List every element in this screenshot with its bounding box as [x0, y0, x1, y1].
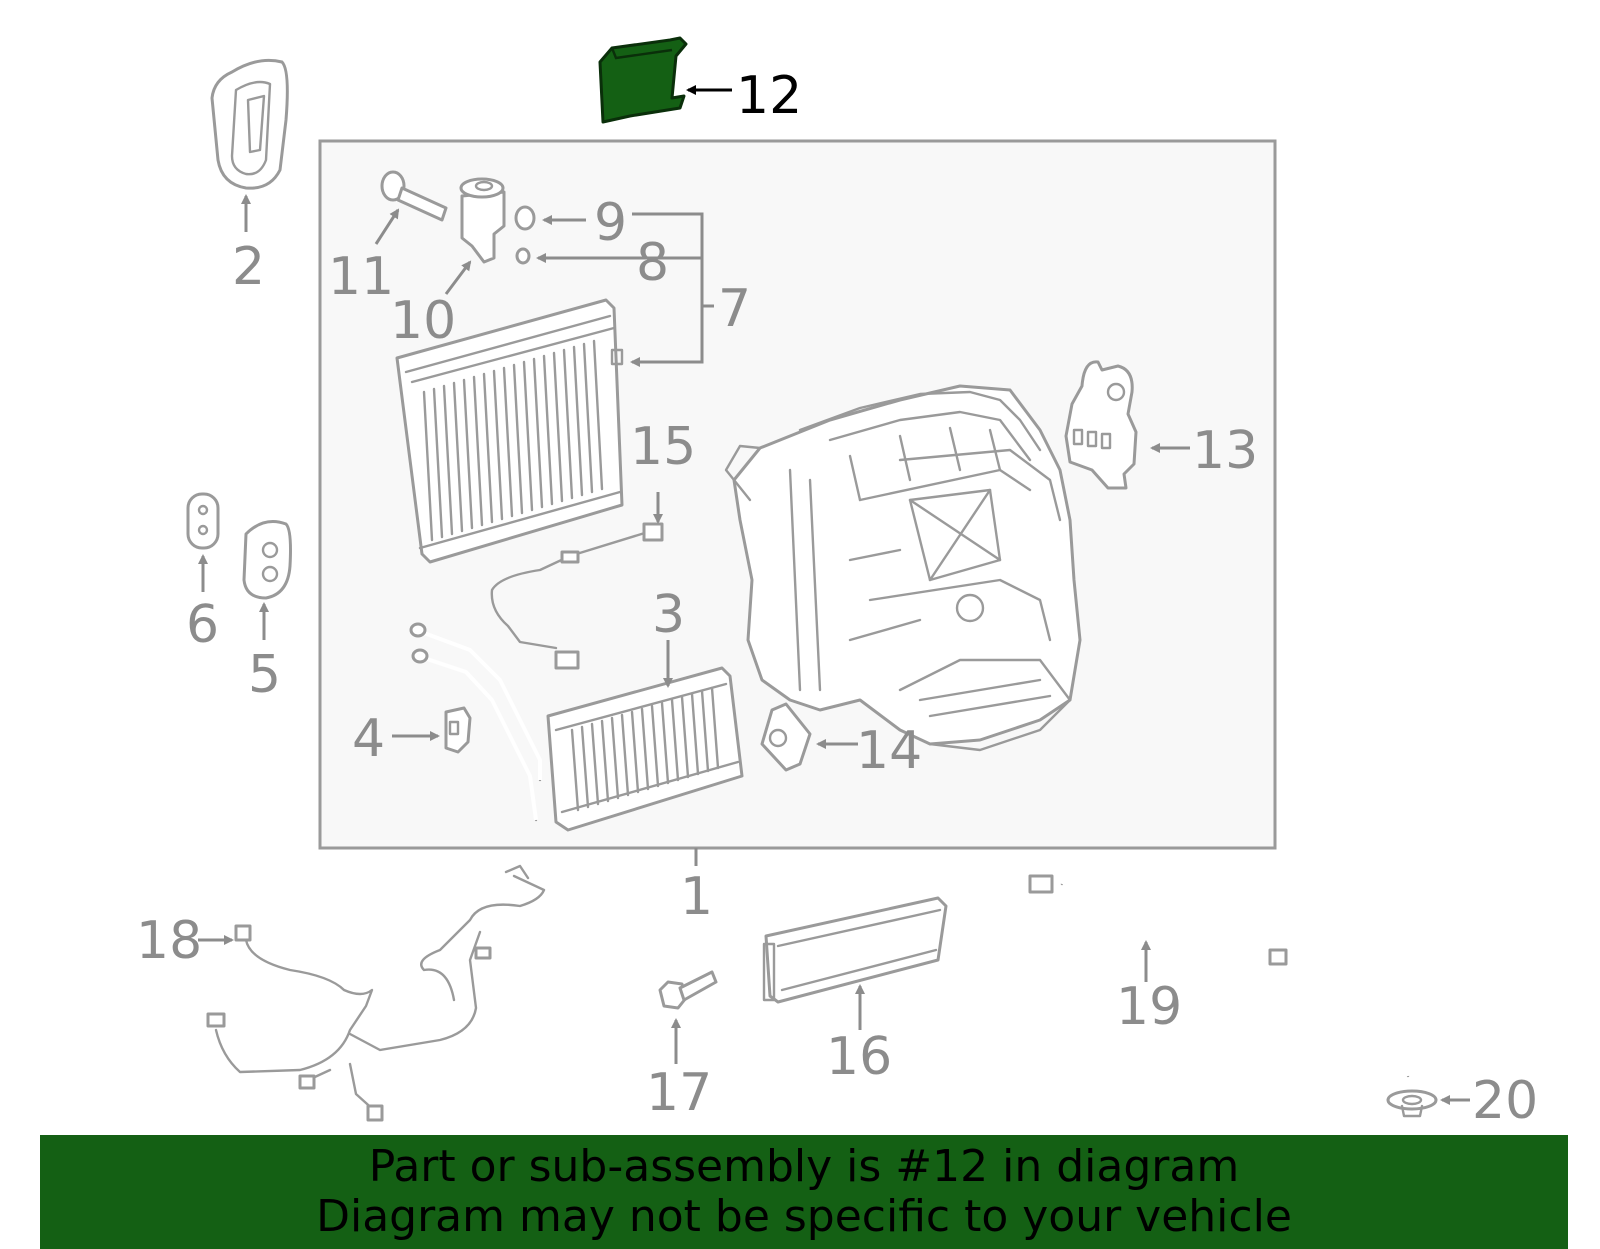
- callout-10: 10: [390, 291, 456, 351]
- callout-20: 20: [1472, 1071, 1538, 1131]
- hvac-case: [724, 384, 1082, 752]
- callout-14: 14: [856, 721, 922, 781]
- callout-2: 2: [232, 237, 265, 297]
- banner-line-disclaimer: Diagram may not be specific to your vehi…: [316, 1191, 1292, 1242]
- callout-1: 1: [680, 867, 713, 927]
- callout-16: 16: [826, 1027, 892, 1087]
- part-11-bolt: [380, 170, 448, 222]
- info-banner: Part or sub-assembly is #12 in diagram D…: [40, 1135, 1568, 1249]
- part-17-bolt: [658, 970, 718, 1010]
- part-10-valve: [459, 177, 506, 264]
- callout-5: 5: [248, 645, 281, 705]
- part-13-bracket: [1064, 360, 1138, 490]
- callout-13: 13: [1192, 421, 1258, 481]
- part-2-gasket: [210, 58, 289, 190]
- part-8-o-ring: [515, 247, 531, 265]
- part-3-heater-core: [409, 622, 744, 832]
- part-20-grommet: [1386, 1089, 1438, 1118]
- callout-17: 17: [646, 1063, 712, 1123]
- part-19-hose: [1028, 865, 1410, 1078]
- callout-9: 9: [594, 193, 627, 253]
- part-14-bracket: [760, 702, 812, 772]
- part-7-evaporator: [395, 298, 624, 564]
- callout-19: 19: [1116, 977, 1182, 1037]
- callout-18: 18: [136, 911, 202, 971]
- leader-lines: [198, 85, 1470, 1105]
- part-16-filter: [762, 896, 948, 1004]
- part-4-clip: [444, 706, 472, 754]
- callout-8: 8: [636, 233, 669, 293]
- callout-6: 6: [186, 595, 219, 655]
- part-9-o-ring: [514, 205, 536, 231]
- part-18-harness: [206, 864, 546, 1122]
- callout-12: 12: [736, 66, 802, 126]
- part-5-grommet: [242, 520, 292, 600]
- callout-7: 7: [718, 279, 751, 339]
- callout-4: 4: [352, 709, 385, 769]
- banner-line-part: Part or sub-assembly is #12 in diagram: [368, 1141, 1240, 1192]
- callout-15: 15: [630, 417, 696, 477]
- part-15-sensor: [490, 522, 664, 670]
- part-6-grommet: [186, 492, 220, 550]
- callout-3: 3: [652, 585, 685, 645]
- callout-11: 11: [328, 247, 394, 307]
- part-12-module[interactable]: [598, 36, 688, 124]
